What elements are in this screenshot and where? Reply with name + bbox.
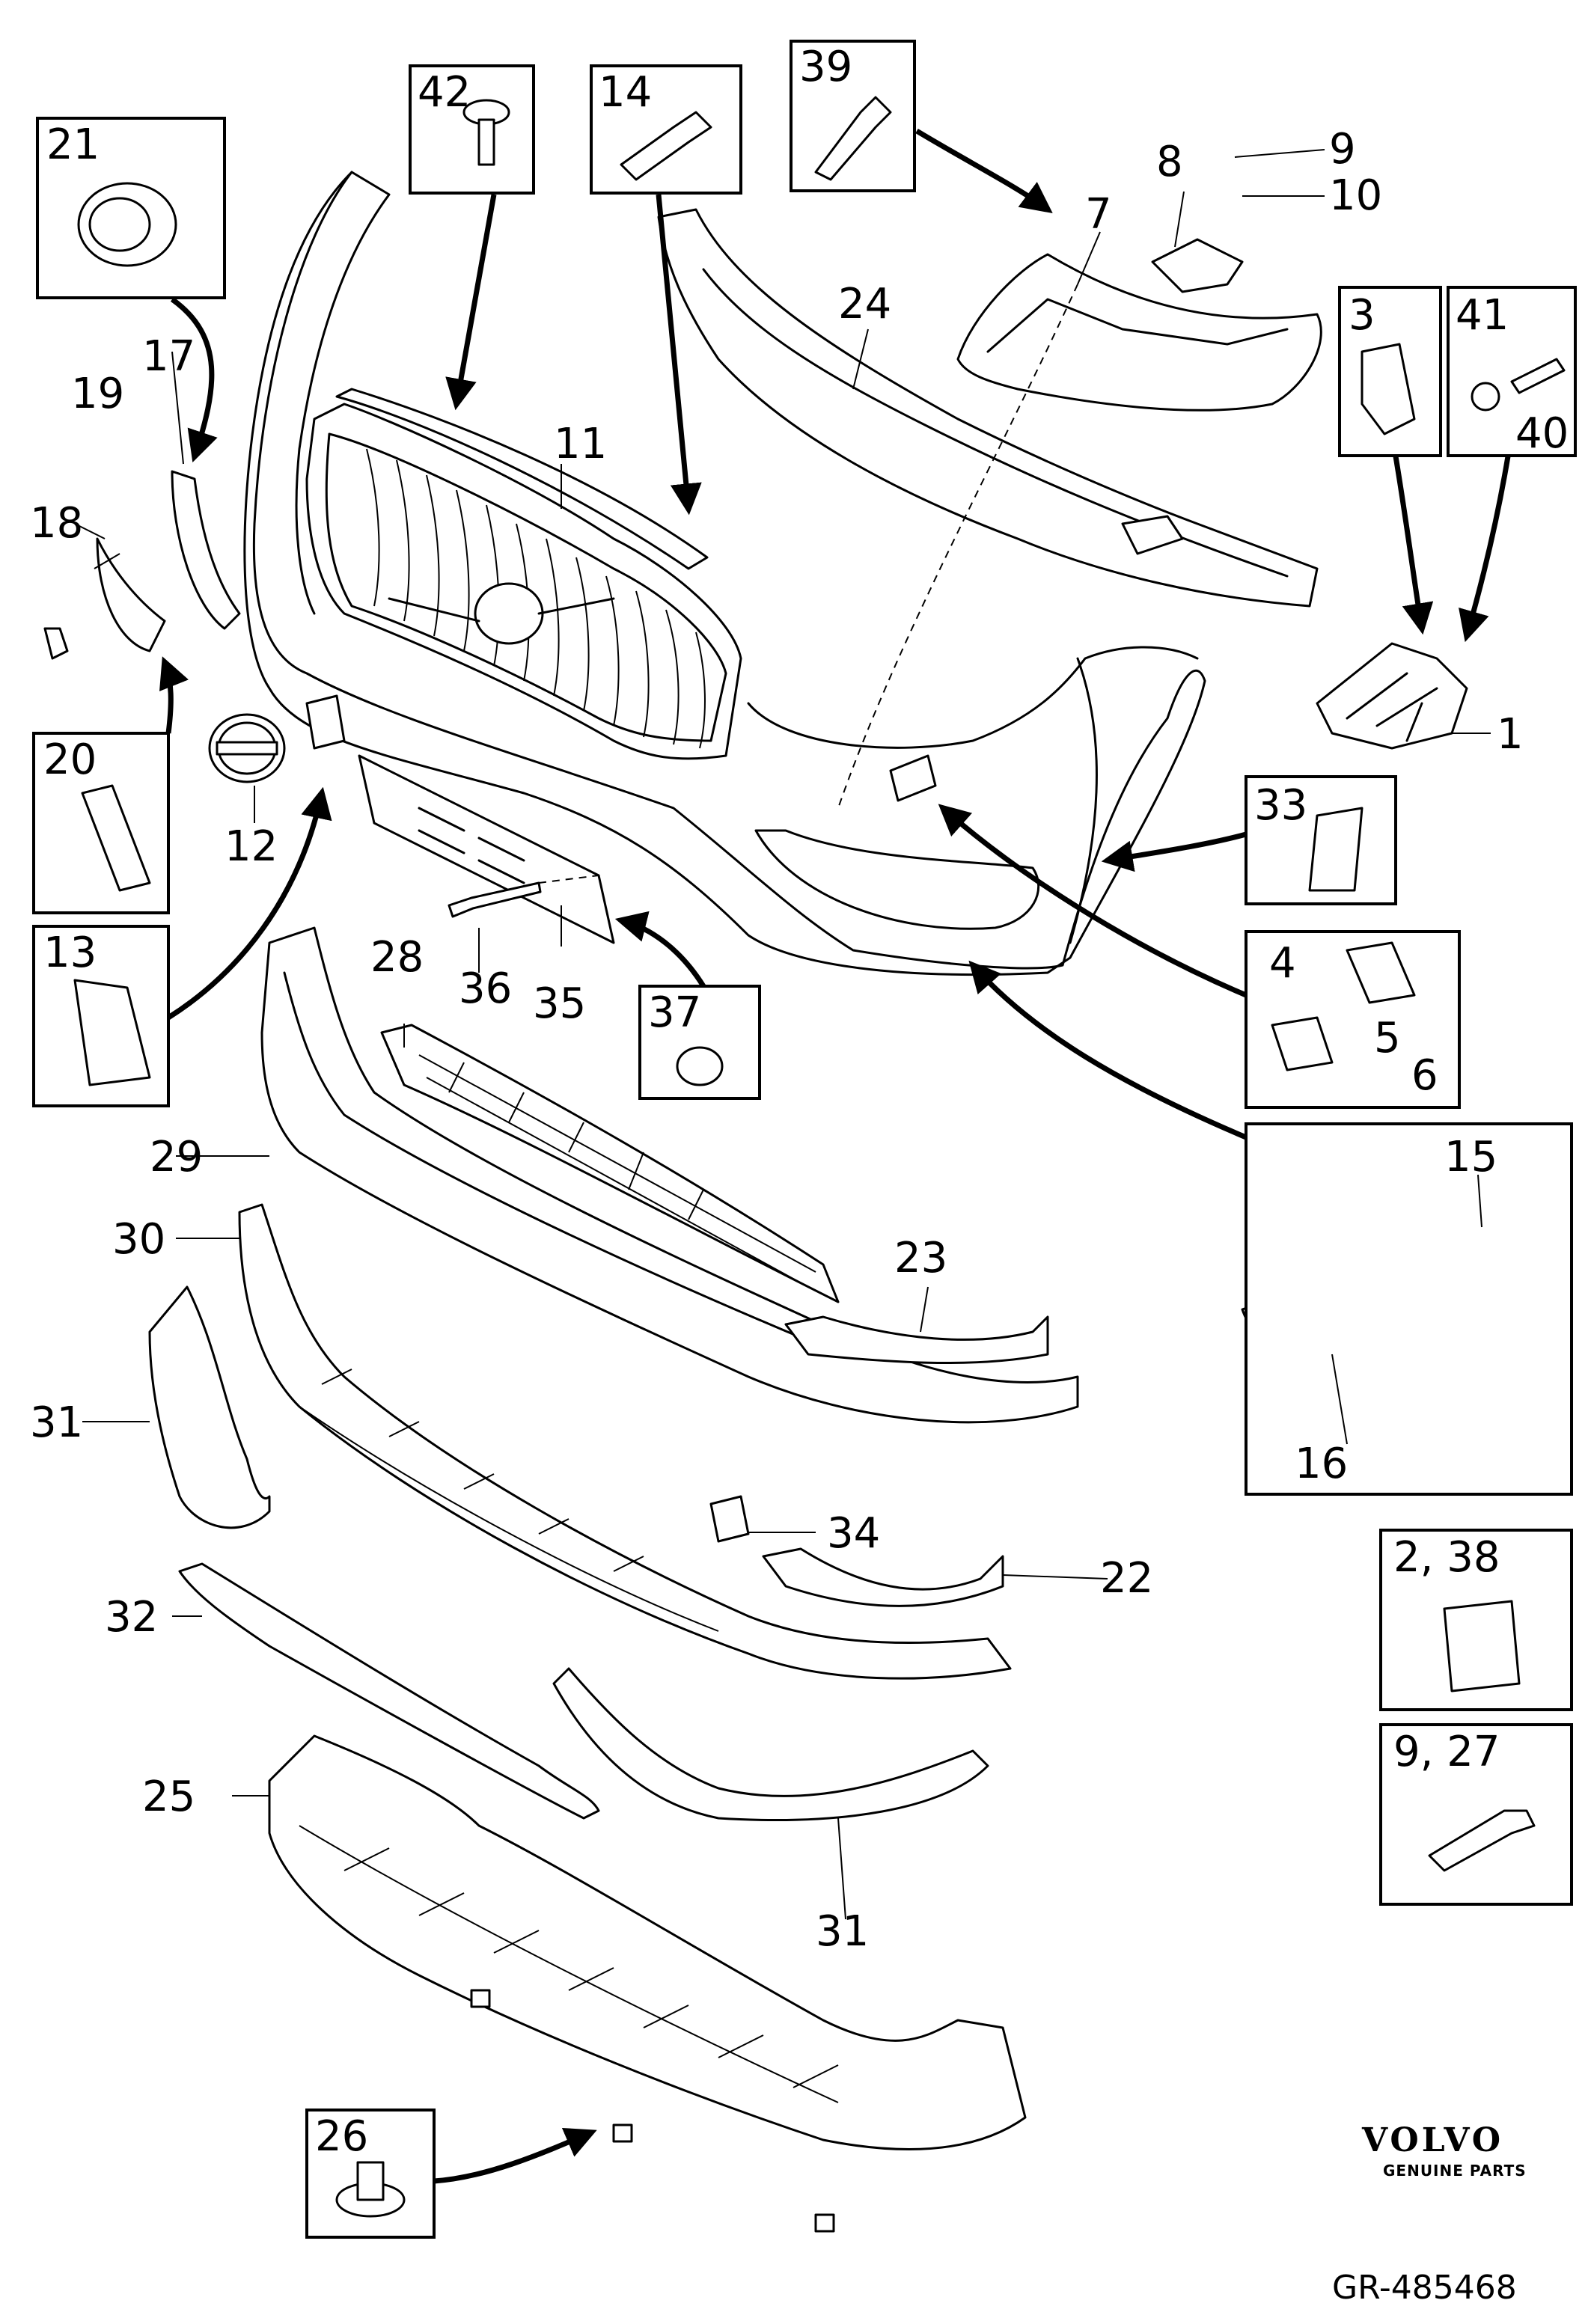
side-trim-left — [43, 470, 241, 660]
arrows — [159, 128, 1511, 2184]
splash-shield-25 — [268, 1734, 1027, 2233]
callout-numbers: 1 7 8 9 10 11 12 15 16 17 18 19 22 23 24… — [30, 125, 1524, 1956]
upper-beam — [657, 208, 1319, 608]
lower-bumper-29 — [260, 926, 1079, 1424]
box-33: 33 — [1245, 775, 1397, 905]
emblem — [208, 713, 286, 783]
callout-24: 24 — [838, 280, 891, 328]
callout-36: 36 — [459, 964, 512, 1013]
callout-8: 8 — [1156, 138, 1183, 186]
lower-grille-30 — [238, 1203, 1012, 1680]
svg-text:39: 39 — [799, 43, 852, 91]
callout-16: 16 — [1295, 1440, 1348, 1488]
svg-text:21: 21 — [46, 120, 100, 169]
grille-rail — [335, 388, 709, 570]
box-20: 20 — [32, 732, 170, 914]
box-37: 37 — [638, 985, 761, 1100]
bolt-36 — [448, 881, 542, 918]
box-2-38: 2, 38 — [1379, 1529, 1573, 1711]
svg-text:33: 33 — [1254, 781, 1307, 830]
callout-31b: 31 — [816, 1907, 869, 1956]
callout-35: 35 — [533, 979, 586, 1028]
svg-text:40: 40 — [1515, 409, 1569, 458]
license-plate-holder — [358, 754, 615, 944]
callout-15: 15 — [1444, 1133, 1497, 1181]
svg-text:20: 20 — [43, 736, 97, 784]
box-14: 14 — [590, 64, 742, 195]
callout-32: 32 — [105, 1593, 158, 1642]
genuine-parts-label: GENUINE PARTS — [1383, 2162, 1527, 2180]
svg-text:9, 27: 9, 27 — [1393, 1728, 1500, 1776]
bracket-side — [1316, 642, 1468, 750]
svg-text:3: 3 — [1349, 291, 1375, 340]
svg-text:6: 6 — [1411, 1051, 1438, 1100]
callout-12: 12 — [225, 822, 278, 871]
bracket-center — [956, 238, 1322, 412]
box-42: 42 — [409, 64, 535, 195]
svg-text:5: 5 — [1374, 1014, 1401, 1062]
callout-7: 7 — [1085, 190, 1112, 239]
callout-17: 17 — [142, 332, 195, 381]
callout-28: 28 — [370, 933, 424, 982]
reference-number: GR-485468 — [1332, 2269, 1517, 2307]
box-3: 3 — [1338, 286, 1442, 457]
bumper-cover — [243, 171, 1206, 976]
grille — [305, 403, 742, 760]
leader-lines — [74, 149, 1491, 1920]
trim-right-31 — [552, 1667, 989, 1821]
volvo-logo: VOLVO — [1361, 2121, 1503, 2159]
callout-31a: 31 — [30, 1398, 83, 1447]
svg-text:26: 26 — [315, 2112, 368, 2161]
box-41-40: 41 40 — [1447, 286, 1577, 458]
box-4-5-6: 4 5 6 — [1245, 930, 1461, 1109]
callout-1: 1 — [1497, 710, 1524, 759]
svg-text:41: 41 — [1456, 291, 1509, 340]
callout-19: 19 — [71, 370, 124, 418]
svg-text:42: 42 — [418, 68, 471, 117]
box-9-27: 9, 27 — [1379, 1723, 1573, 1906]
svg-text:37: 37 — [648, 988, 701, 1037]
sensor-bracket — [305, 694, 346, 750]
callout-23: 23 — [894, 1234, 947, 1282]
callout-29: 29 — [150, 1133, 203, 1181]
callout-11: 11 — [554, 420, 607, 468]
callout-30: 30 — [112, 1215, 165, 1264]
svg-text:2, 38: 2, 38 — [1393, 1533, 1500, 1582]
trim-strip-32 — [178, 1562, 600, 1820]
box-15-16 — [1245, 1122, 1573, 1496]
bracket-22 — [709, 1495, 1004, 1607]
callout-18: 18 — [30, 499, 83, 548]
callout-9: 9 — [1329, 125, 1356, 174]
corner-left-31 — [148, 1285, 271, 1529]
svg-text:13: 13 — [43, 929, 97, 977]
brand-block: VOLVO GENUINE PARTS GR-485468 — [1332, 2121, 1527, 2307]
box-39: 39 — [790, 40, 916, 192]
box-26: 26 — [305, 2109, 436, 2239]
box-13: 13 — [32, 925, 170, 1107]
bracket-23 — [784, 1315, 1049, 1365]
callout-34: 34 — [827, 1509, 880, 1558]
svg-text:4: 4 — [1269, 939, 1296, 988]
box-21: 21 — [36, 117, 226, 299]
callout-25: 25 — [142, 1773, 195, 1821]
svg-text:14: 14 — [599, 68, 652, 117]
lower-grille-28 — [380, 1024, 840, 1303]
callout-22: 22 — [1100, 1554, 1153, 1603]
callout-10: 10 — [1329, 171, 1382, 220]
